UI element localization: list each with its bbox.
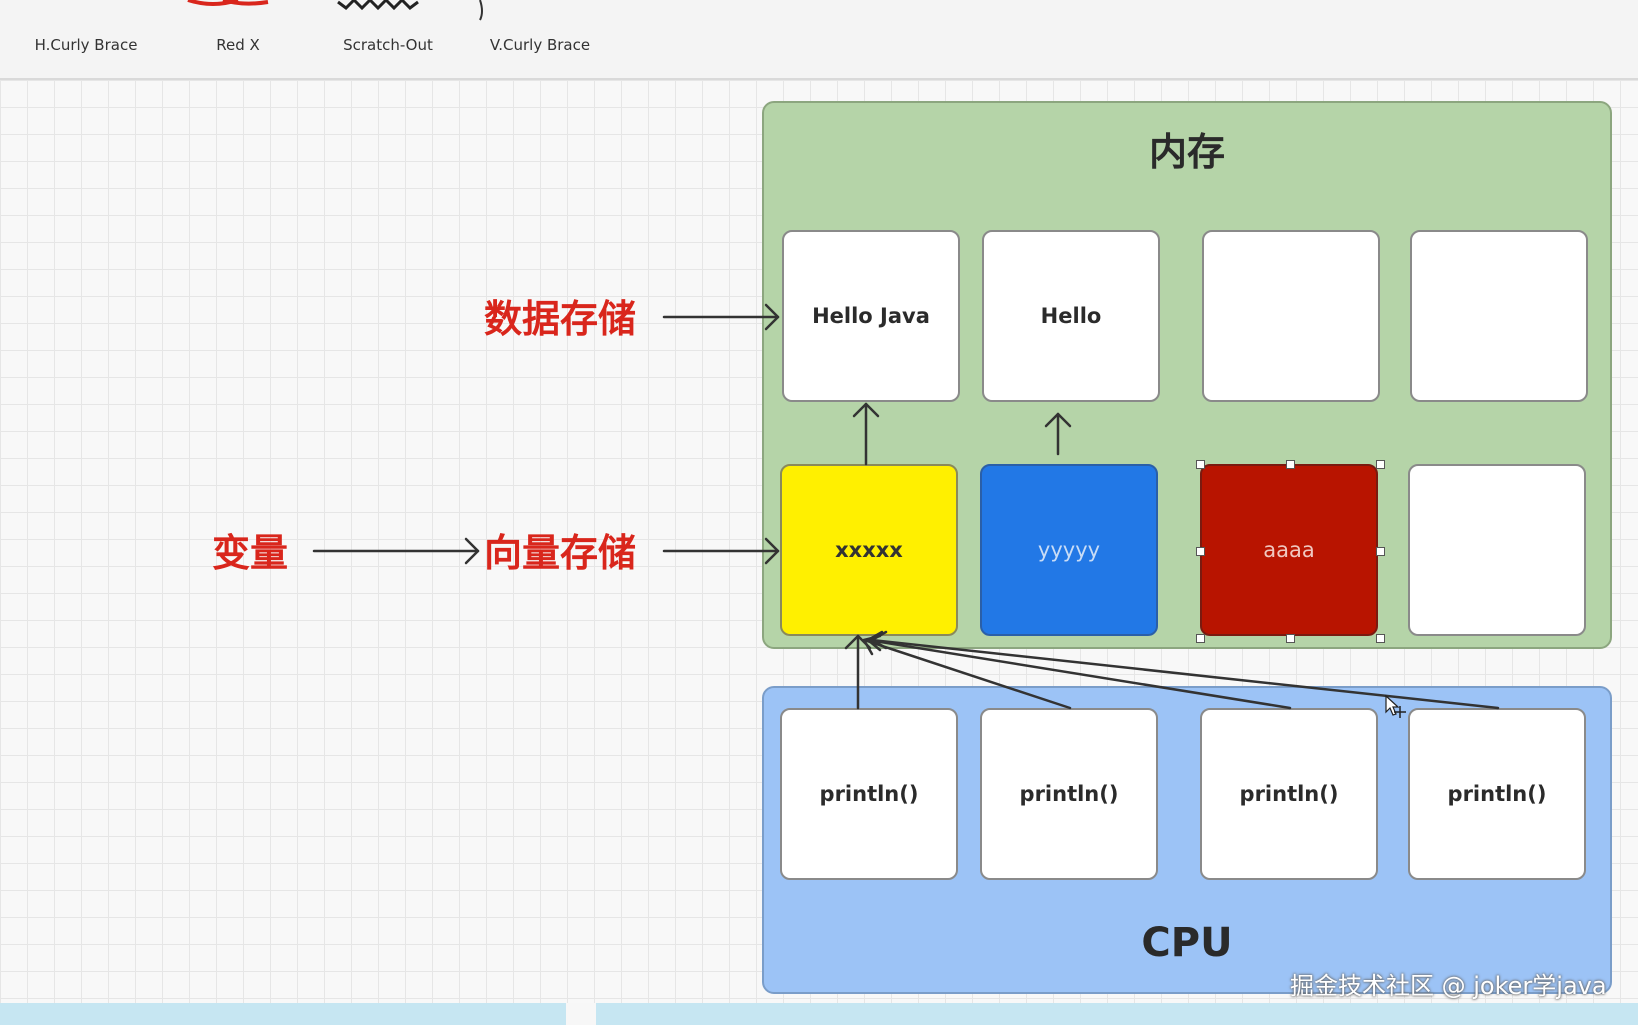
- palette-item-label: Red X: [216, 36, 260, 54]
- cpu-cell-println[interactable]: println(): [780, 708, 958, 880]
- cpu-cell-println[interactable]: println(): [1408, 708, 1586, 880]
- curly-brace-icon: [479, 0, 483, 21]
- palette-item-h-curly-brace[interactable]: H.Curly Brace: [16, 0, 156, 76]
- red-x-icon: [187, 0, 269, 6]
- palette-item-label: Scratch-Out: [343, 36, 433, 54]
- memory-cell-hello[interactable]: Hello: [982, 230, 1160, 402]
- selection-handle[interactable]: [1376, 634, 1385, 643]
- memory-cell-empty[interactable]: [1202, 230, 1380, 402]
- shape-palette: H.Curly Brace Red X Scratch-Out V.Curly …: [0, 0, 1638, 80]
- memory-cell-hello-java[interactable]: Hello Java: [782, 230, 960, 402]
- palette-item-v-curly-brace[interactable]: V.Curly Brace: [470, 0, 610, 76]
- bottom-strip: [0, 1003, 1638, 1025]
- variable-cell-aaaa[interactable]: aaaa: [1200, 464, 1378, 636]
- selection-handle[interactable]: [1196, 460, 1205, 469]
- memory-title: 内存: [1148, 130, 1225, 174]
- curly-brace-icon: [16, 0, 156, 30]
- selection-handle[interactable]: [1376, 460, 1385, 469]
- palette-item-scratch-out[interactable]: Scratch-Out: [318, 0, 458, 76]
- memory-cell-empty[interactable]: [1408, 464, 1586, 636]
- selection-handle[interactable]: [1376, 547, 1385, 556]
- scratch-out-icon: [337, 0, 419, 11]
- label-variable: 变量: [212, 531, 289, 575]
- label-vector-storage: 向量存储: [484, 531, 637, 575]
- variable-cell-xxxxx[interactable]: xxxxx: [780, 464, 958, 636]
- palette-item-red-x[interactable]: Red X: [168, 0, 308, 76]
- cpu-title: CPU: [1141, 920, 1233, 966]
- cpu-cell-println[interactable]: println(): [1200, 708, 1378, 880]
- selection-handle[interactable]: [1196, 547, 1205, 556]
- variable-cell-yyyyy[interactable]: yyyyy: [980, 464, 1158, 636]
- palette-item-label: V.Curly Brace: [489, 36, 591, 54]
- watermark: 掘金技术社区 @ joker学java: [1290, 972, 1607, 1000]
- label-data-storage: 数据存储: [484, 297, 637, 341]
- memory-cell-empty[interactable]: [1410, 230, 1588, 402]
- selection-handle[interactable]: [1286, 460, 1295, 469]
- selection-handle[interactable]: [1196, 634, 1205, 643]
- palette-item-label: H.Curly Brace: [34, 36, 138, 54]
- selection-handle[interactable]: [1286, 634, 1295, 643]
- cpu-cell-println[interactable]: println(): [980, 708, 1158, 880]
